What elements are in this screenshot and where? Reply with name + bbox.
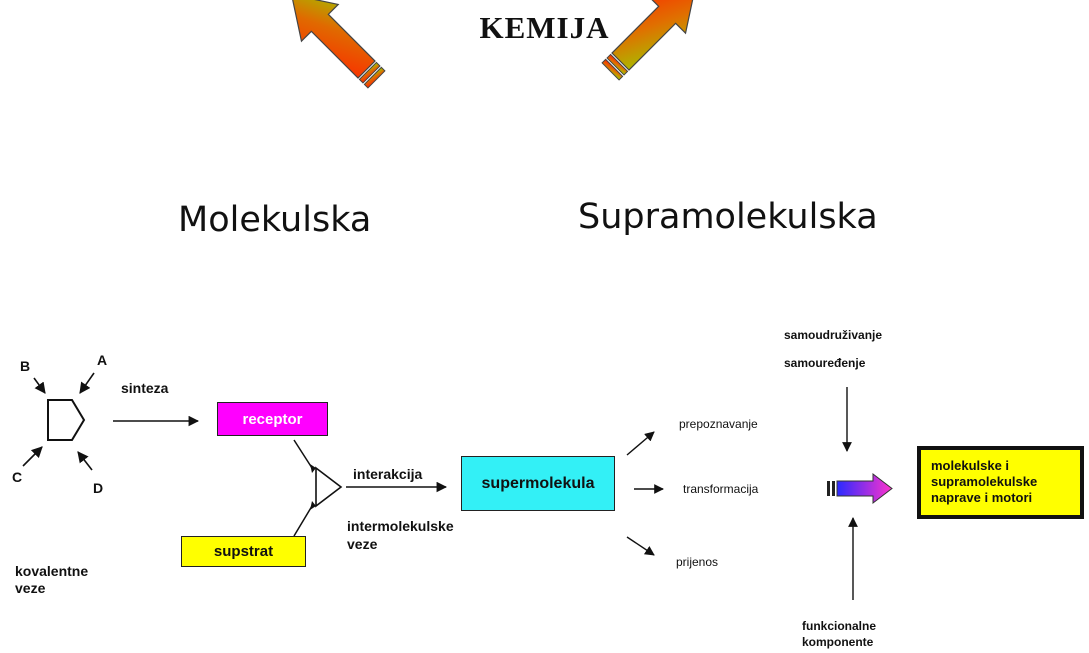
right-gradient-arrow xyxy=(601,0,697,81)
output-box: molekulske i supramolekulske naprave i m… xyxy=(917,446,1084,519)
label-b: B xyxy=(20,358,31,374)
covalent-bonds-line1: kovalentne xyxy=(15,563,89,579)
covalent-bonds-line2: veze xyxy=(15,580,46,596)
recognition-label: prepoznavanje xyxy=(679,417,758,431)
left-gradient-arrow xyxy=(290,0,386,89)
branch-molecular: Molekulska xyxy=(178,200,372,240)
label-a: A xyxy=(97,352,108,368)
transformation-label: transformacija xyxy=(683,482,759,496)
interaction-label: interakcija xyxy=(353,466,423,482)
branch-supramolecular: Supramolekulska xyxy=(578,197,878,237)
substrate-box: supstrat xyxy=(181,536,306,567)
self-assembly-label: samoudruživanje xyxy=(784,328,883,342)
label-d: D xyxy=(93,480,104,496)
molecule-structure xyxy=(22,372,95,471)
self-organization-label: samouređenje xyxy=(784,356,866,370)
fat-output-arrow xyxy=(827,472,893,505)
functional-components-line2: komponente xyxy=(802,635,874,649)
supermolecule-box: supermolekula xyxy=(461,456,615,511)
synthesis-label: sinteza xyxy=(121,380,169,396)
recognition-arrow xyxy=(626,431,655,456)
label-c: C xyxy=(12,469,23,485)
diagram-title: KEMIJA xyxy=(479,10,610,45)
intermolecular-bonds-line2: veze xyxy=(347,536,378,552)
transfer-label: prijenos xyxy=(676,555,719,569)
intermolecular-bonds-line1: intermolekulske xyxy=(347,518,454,534)
receptor-box: receptor xyxy=(217,402,328,436)
transfer-arrow xyxy=(626,536,655,556)
combine-wedge xyxy=(293,439,343,537)
functional-components-line1: funkcionalne xyxy=(802,619,877,633)
